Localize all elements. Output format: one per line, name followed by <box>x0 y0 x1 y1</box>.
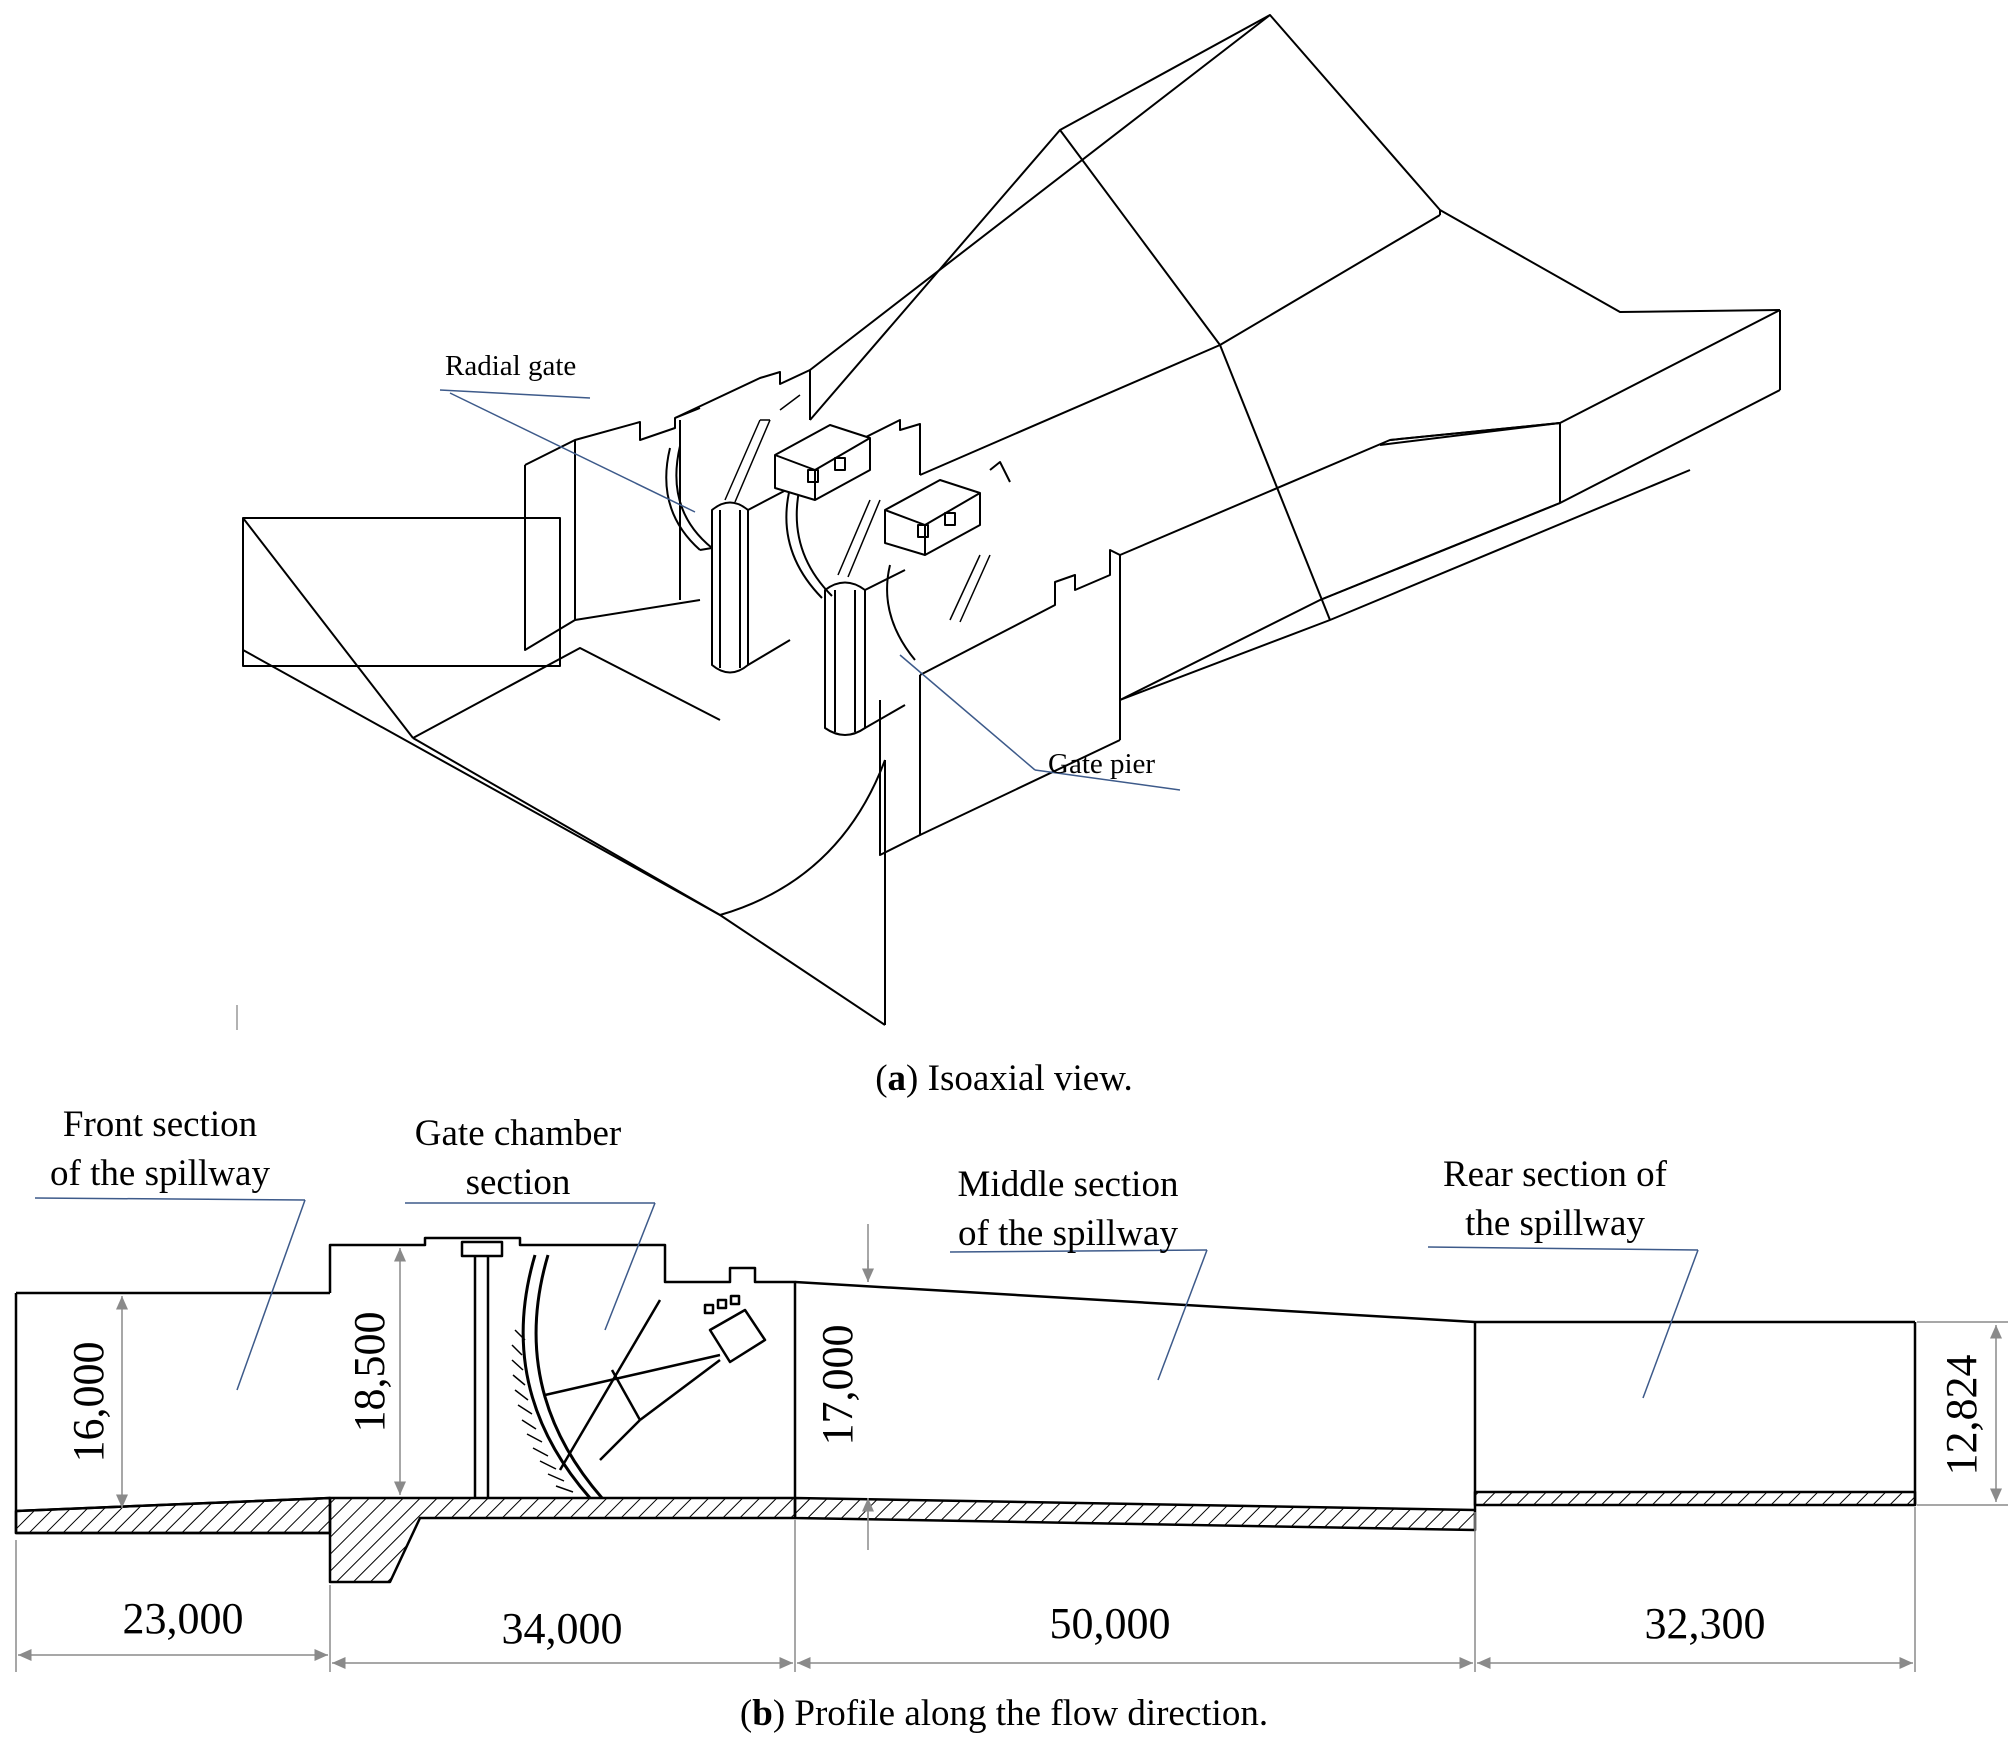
rear-length-value: 32,300 <box>1645 1599 1766 1648</box>
hoist-house-left <box>774 424 871 501</box>
dimension-lines <box>15 1224 2008 1672</box>
gate-length-value: 34,000 <box>502 1604 623 1653</box>
caption-a-text: Isoaxial view. <box>918 1058 1132 1099</box>
gate-chamber-label-1: Gate chamber <box>415 1113 621 1154</box>
front-length-value: 23,000 <box>123 1594 244 1643</box>
gate-chamber-label-2: section <box>466 1162 571 1203</box>
section-labels: Front section of the spillway Gate chamb… <box>50 1104 1668 1254</box>
radial-gate-far <box>886 564 916 661</box>
middle-height-value: 17,000 <box>813 1325 862 1446</box>
panel-a-leaders <box>439 389 1181 791</box>
hoist-arms <box>724 394 991 623</box>
radial-gate-label: Radial gate <box>445 350 576 382</box>
chute <box>809 14 1781 701</box>
length-dimensions: 23,000 34,000 50,000 32,300 <box>123 1594 1766 1653</box>
caption-a: (a) Isoaxial view. <box>875 1058 1133 1099</box>
rear-section-outline <box>1473 1320 1917 1507</box>
height-dimensions: 16,000 18,500 17,000 12,824 <box>64 1312 1986 1476</box>
caption-b: (b) Profile along the flow direction. <box>740 1693 1268 1734</box>
panel-b-leaders <box>34 1197 1699 1399</box>
inlet-section <box>242 517 886 1026</box>
gate-pier-label: Gate pier <box>1048 748 1155 780</box>
right-wall <box>879 549 1121 856</box>
rear-section-label-2: the spillway <box>1465 1203 1645 1244</box>
caption-a-letter: a <box>888 1058 907 1099</box>
front-section-label-1: Front section <box>63 1104 257 1145</box>
gate-pier-right <box>824 569 906 736</box>
gate-height-value: 18,500 <box>345 1312 394 1433</box>
hoist-house-right <box>884 479 981 556</box>
caption-b-letter: b <box>752 1693 773 1734</box>
middle-section-label-2: of the spillway <box>958 1213 1178 1254</box>
gate-pier-left <box>711 487 791 674</box>
isometric-view <box>236 14 1781 1030</box>
front-section-label-2: of the spillway <box>50 1153 270 1194</box>
profile-view <box>14 1236 1917 1584</box>
middle-section-label-1: Middle section <box>958 1164 1179 1205</box>
front-height-value: 16,000 <box>64 1342 113 1463</box>
middle-length-value: 50,000 <box>1050 1599 1171 1648</box>
radial-gate-right <box>785 485 833 599</box>
radial-gate-left <box>665 445 713 551</box>
rear-height-value: 12,824 <box>1937 1355 1986 1476</box>
caption-b-text: Profile along the flow direction. <box>785 1693 1268 1734</box>
rear-section-label-1: Rear section of <box>1443 1154 1668 1195</box>
middle-section-outline <box>793 1280 1477 1532</box>
gate-chamber-outline <box>328 1236 797 1584</box>
